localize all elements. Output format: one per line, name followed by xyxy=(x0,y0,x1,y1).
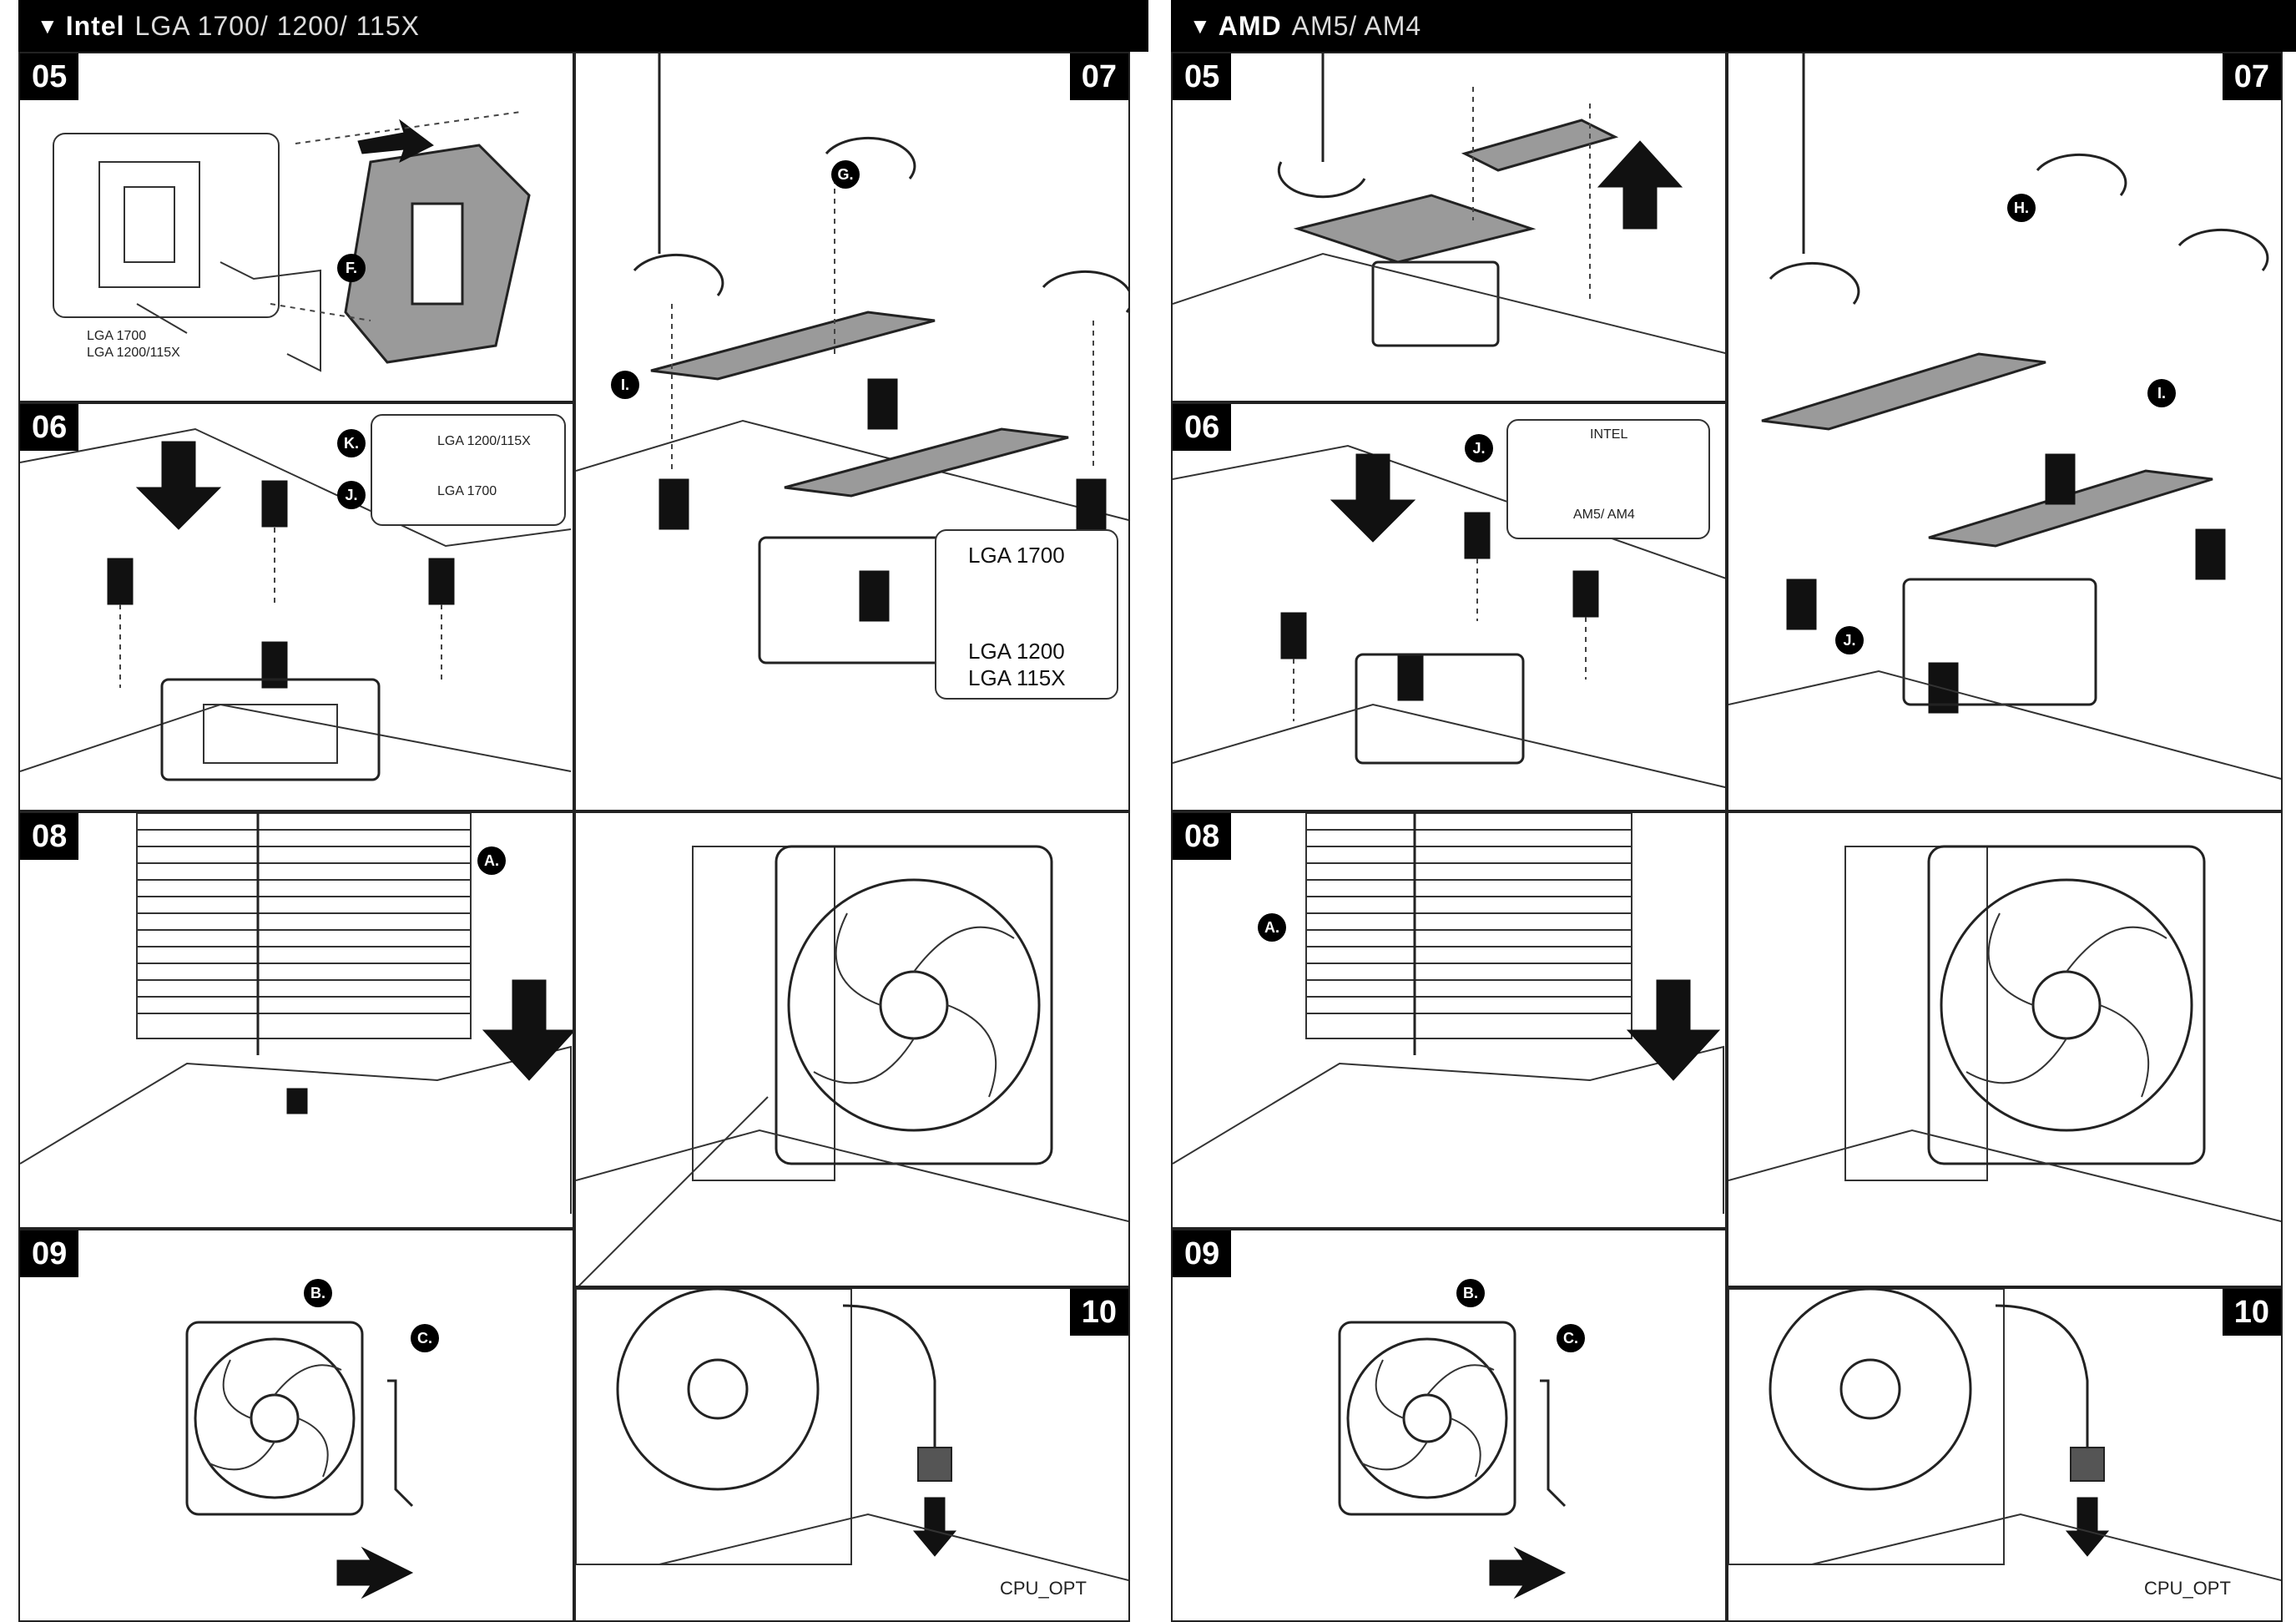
badge-b: B. xyxy=(304,1279,332,1307)
heatsink-illustration xyxy=(20,813,574,1229)
badge-h: H. xyxy=(2007,194,2036,222)
step-09-panel: 09 B. C. xyxy=(18,1229,574,1622)
spacer-callout xyxy=(371,414,566,526)
step-10-panel: 10 CPU_OPT xyxy=(1727,1287,2283,1622)
label-spacer-lga1200: LGA 1200/115X xyxy=(437,434,531,449)
badge-c: C. xyxy=(1557,1324,1585,1352)
label-lga1200: LGA 1200/115X xyxy=(87,346,180,361)
badge-a: A. xyxy=(1258,913,1286,942)
step-08-panel: 08 A. xyxy=(18,811,574,1229)
amd-header: ▼ AMD AM5/ AM4 xyxy=(1171,0,2296,52)
amd-heatsink-illustration xyxy=(1173,813,1727,1229)
step-09-panel: 09 B. C. xyxy=(1171,1229,1727,1622)
intel-section: ▼ Intel LGA 1700/ 1200/ 115X 05 F. LGA 1… xyxy=(18,0,1148,1622)
badge-a: A. xyxy=(477,846,506,875)
section-brand: AMD xyxy=(1219,11,1282,42)
amd-fan-clip-illustration xyxy=(1173,1230,1727,1622)
step-08-panel: 08 A. xyxy=(1171,811,1727,1229)
amd-assembled-cooler-illustration xyxy=(1728,813,2283,1287)
badge-j-bottom: J. xyxy=(1835,626,1864,654)
badge-i: I. xyxy=(2147,379,2176,407)
badge-j: J. xyxy=(337,481,366,509)
step-08-result-panel xyxy=(1727,811,2283,1287)
label-intel: INTEL xyxy=(1590,427,1627,442)
label-cpu-opt: CPU_OPT xyxy=(1000,1578,1087,1599)
fan-cable-illustration xyxy=(576,1289,1130,1622)
amd-section: ▼ AMD AM5/ AM4 05 06 xyxy=(1171,0,2296,1622)
badge-c: C. xyxy=(411,1324,439,1352)
step-06-panel: 06 K. J. LGA 1200/115X LGA 1700 xyxy=(18,402,574,811)
amd-fan-cable-illustration xyxy=(1728,1289,2283,1622)
step-08-result-panel xyxy=(574,811,1130,1287)
retention-removal-illustration xyxy=(1173,53,1727,402)
callout-lga115x: LGA 115X xyxy=(968,664,1066,691)
section-sockets: AM5/ AM4 xyxy=(1292,11,1422,42)
section-sockets: LGA 1700/ 1200/ 115X xyxy=(135,11,420,42)
step-07-panel: 07 H. I. J. xyxy=(1727,52,2283,811)
amd-mounting-bar-illustration xyxy=(1728,53,2283,811)
badge-f: F. xyxy=(337,254,366,282)
label-am5-am4: AM5/ AM4 xyxy=(1573,508,1635,523)
step-06-panel: 06 J. INTEL AM5/ AM4 xyxy=(1171,402,1727,811)
intel-header: ▼ Intel LGA 1700/ 1200/ 115X xyxy=(18,0,1148,52)
badge-b: B. xyxy=(1456,1279,1485,1307)
badge-g: G. xyxy=(831,160,860,189)
label-cpu-opt: CPU_OPT xyxy=(2144,1578,2231,1599)
step-05-panel: 05 F. LGA 1700 LGA 1200/115X xyxy=(18,52,574,402)
step-10-panel: 10 CPU_OPT xyxy=(574,1287,1130,1622)
section-brand: Intel xyxy=(66,11,125,42)
callout-lga1700: LGA 1700 xyxy=(968,542,1065,568)
step-07-panel: 07 G. I. LGA 1700 LGA 1200 LGA 115X xyxy=(574,52,1130,811)
callout-lga1200: LGA 1200 xyxy=(968,638,1065,664)
label-lga1700: LGA 1700 xyxy=(87,329,146,344)
triangle-down-icon: ▼ xyxy=(1189,13,1212,39)
label-spacer-lga1700: LGA 1700 xyxy=(437,484,497,499)
triangle-down-icon: ▼ xyxy=(37,13,59,39)
step-05-panel: 05 xyxy=(1171,52,1727,402)
badge-i: I. xyxy=(611,371,639,399)
badge-k: K. xyxy=(337,429,366,457)
assembled-cooler-illustration xyxy=(576,813,1130,1287)
badge-j: J. xyxy=(1465,434,1493,462)
fan-clip-illustration xyxy=(20,1230,574,1622)
